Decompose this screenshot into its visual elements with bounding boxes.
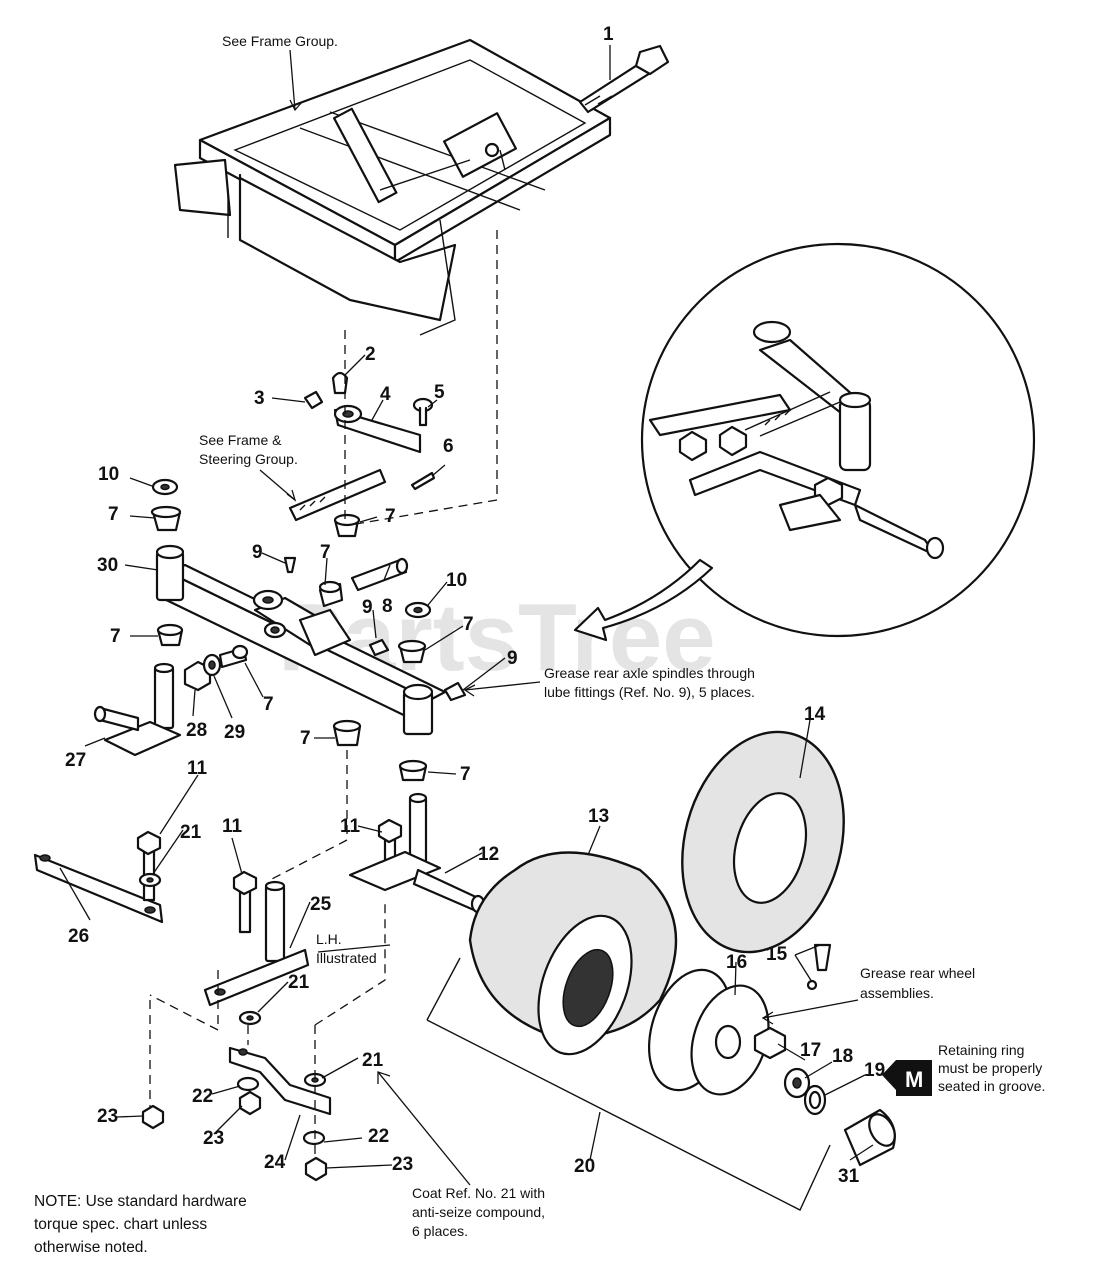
rear-axle-assembly: [93, 478, 467, 782]
callout-22-a: 22: [192, 1086, 213, 1107]
assembly-lines: [149, 230, 498, 1160]
m-badge-text: M: [905, 1067, 923, 1092]
callout-5: 5: [434, 382, 445, 403]
note-grease-spindles-2: lube fittings (Ref. No. 9), 5 places.: [544, 684, 755, 700]
callout-23-a: 23: [97, 1106, 118, 1127]
callout-2: 2: [365, 344, 376, 365]
callout-17: 17: [800, 1040, 821, 1061]
callout-1: 1: [603, 24, 614, 45]
callout-10-right: 10: [446, 570, 467, 591]
note-torque-1: NOTE: Use standard hardware: [34, 1193, 247, 1210]
callout-7-a: 7: [108, 504, 119, 525]
note-coat-2: anti-seize compound,: [412, 1204, 545, 1220]
note-torque-2: torque spec. chart unless: [34, 1216, 207, 1233]
callout-14: 14: [804, 704, 826, 725]
callout-4: 4: [380, 384, 391, 405]
note-grease-wheel-2: assemblies.: [860, 985, 934, 1001]
note-lh-1: L.H.: [316, 931, 342, 947]
note-frame-steering-2: Steering Group.: [199, 451, 298, 467]
callout-16: 16: [726, 952, 747, 973]
callout-21-a: 21: [180, 822, 202, 843]
callout-21-c: 21: [362, 1050, 384, 1071]
callout-7-g: 7: [300, 728, 311, 749]
leader-lines: [59, 45, 874, 1186]
callout-8: 8: [382, 596, 393, 617]
callout-11-b: 11: [222, 816, 243, 837]
note-coat-1: Coat Ref. No. 21 with: [412, 1185, 545, 1201]
callout-7-d: 7: [463, 614, 474, 635]
callout-12: 12: [478, 844, 499, 865]
note-torque-3: otherwise noted.: [34, 1239, 148, 1256]
callout-7-e: 7: [110, 626, 121, 647]
arrow-m-badge-icon: M: [882, 1060, 932, 1096]
callout-26: 26: [68, 926, 89, 947]
bolt-1: [578, 44, 670, 114]
callout-9-a: 9: [252, 542, 263, 563]
callout-numbers: 1 2 3 4 5 6 10 7 7 30 9 7 8 10 9 7 7 9 7…: [65, 24, 885, 1187]
callout-7-h: 7: [460, 764, 471, 785]
callout-7-b: 7: [385, 506, 396, 527]
lower-linkage: [33, 792, 486, 1182]
callout-11-c: 11: [340, 816, 361, 837]
callout-21-b: 21: [288, 972, 310, 993]
callout-25: 25: [310, 894, 332, 915]
note-coat-3: 6 places.: [412, 1223, 468, 1239]
callout-18: 18: [832, 1046, 853, 1067]
wheel-assembly: [426, 730, 896, 1211]
callout-31: 31: [838, 1166, 860, 1187]
notes: See Frame Group. See Frame & Steering Gr…: [34, 33, 1045, 1256]
callout-7-c: 7: [320, 542, 331, 563]
callout-27: 27: [65, 750, 86, 771]
callout-19: 19: [864, 1060, 885, 1081]
callout-6: 6: [443, 436, 454, 457]
callout-9-b: 9: [362, 597, 373, 618]
callout-7-f: 7: [263, 694, 274, 715]
callout-23-c: 23: [392, 1154, 413, 1175]
callout-24: 24: [264, 1152, 286, 1173]
note-retaining-1: Retaining ring: [938, 1042, 1024, 1058]
callout-13: 13: [588, 806, 609, 827]
frame-assembly: [173, 38, 612, 336]
note-lh-2: Illustrated: [316, 950, 377, 966]
callout-11-a: 11: [187, 758, 208, 779]
steering-arm-hardware: [288, 371, 436, 522]
note-retaining-2: must be properly: [938, 1060, 1042, 1076]
callout-23-b: 23: [203, 1128, 224, 1149]
callout-15: 15: [766, 944, 788, 965]
callout-29: 29: [224, 722, 245, 743]
detail-inset: [573, 242, 1036, 642]
callout-22-b: 22: [368, 1126, 389, 1147]
note-frame-steering-1: See Frame &: [199, 432, 282, 448]
callout-28: 28: [186, 720, 207, 741]
note-grease-wheel-1: Grease rear wheel: [860, 965, 975, 981]
callout-9-c: 9: [507, 648, 518, 669]
note-grease-spindles-1: Grease rear axle spindles through: [544, 665, 755, 681]
note-retaining-3: seated in groove.: [938, 1078, 1045, 1094]
callout-30: 30: [97, 555, 118, 576]
callout-20: 20: [574, 1156, 595, 1177]
callout-10-top: 10: [98, 464, 119, 485]
callout-3: 3: [254, 388, 265, 409]
note-frame-group: See Frame Group.: [222, 33, 338, 49]
